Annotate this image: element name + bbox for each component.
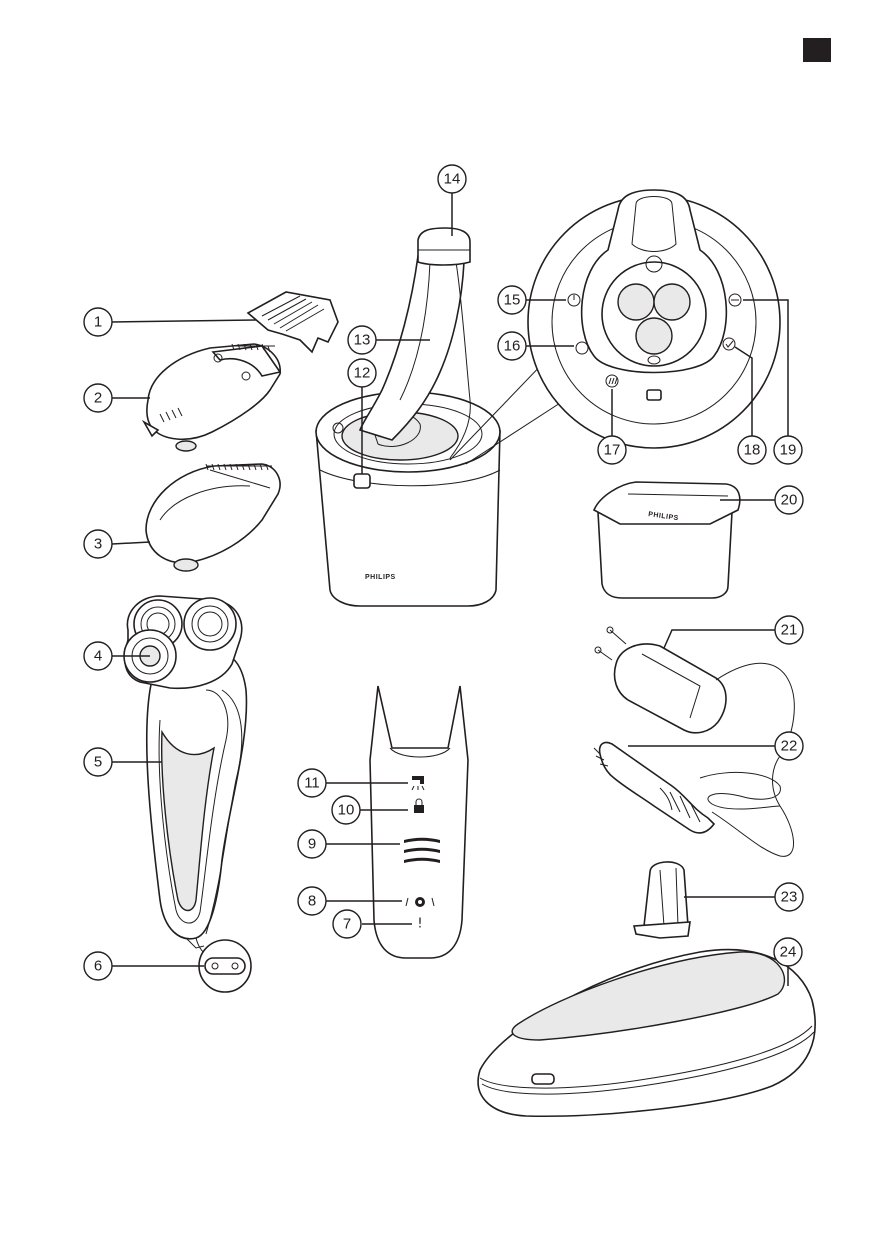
- svg-text:5: 5: [94, 754, 102, 771]
- svg-text:23: 23: [781, 889, 798, 906]
- svg-text:20: 20: [781, 492, 798, 509]
- callout-15: 15: [498, 286, 526, 314]
- svg-text:19: 19: [780, 442, 797, 459]
- svg-text:14: 14: [444, 171, 461, 188]
- svg-text:12: 12: [354, 365, 371, 382]
- shaver-holder: [634, 862, 690, 938]
- precision-trimmer-attachment: [146, 464, 280, 571]
- svg-text:15: 15: [504, 292, 521, 309]
- callout-5: 5: [84, 748, 112, 776]
- callout-1: 1: [84, 308, 112, 336]
- callout-23: 23: [775, 883, 803, 911]
- svg-text:18: 18: [744, 442, 761, 459]
- svg-text:1: 1: [94, 314, 102, 331]
- svg-text:2: 2: [94, 390, 102, 407]
- cleaning-brush: [594, 742, 714, 832]
- callout-20: 20: [775, 486, 803, 514]
- socket-detail: [196, 938, 251, 992]
- svg-text:7: 7: [343, 916, 351, 933]
- callout-2: 2: [84, 384, 112, 412]
- comb-attachment: [248, 292, 338, 352]
- cleaning-cartridge: PHILIPS: [594, 482, 740, 598]
- svg-text:6: 6: [94, 958, 102, 975]
- callout-16: 16: [498, 332, 526, 360]
- svg-text:10: 10: [338, 802, 355, 819]
- callout-19: 19: [774, 436, 802, 464]
- svg-text:4: 4: [94, 648, 102, 665]
- callout-17: 17: [598, 436, 626, 464]
- callout-22: 22: [775, 732, 803, 760]
- brand-logo: PHILIPS: [365, 574, 396, 581]
- callout-9: 9: [298, 830, 326, 858]
- cleaning-unit-detail: [450, 190, 780, 464]
- exclamation-icon: !: [417, 917, 422, 932]
- callout-13: 13: [348, 326, 376, 354]
- callout-10: 10: [332, 796, 360, 824]
- svg-text:8: 8: [308, 893, 316, 910]
- beard-trimmer-attachment: [144, 344, 280, 451]
- svg-text:13: 13: [354, 332, 371, 349]
- svg-text:3: 3: [94, 536, 102, 553]
- svg-text:21: 21: [781, 622, 798, 639]
- svg-text:16: 16: [504, 338, 521, 355]
- cleaning-unit: PHILIPS: [316, 392, 500, 606]
- callout-21: 21: [775, 616, 803, 644]
- callout-24: 24: [774, 938, 802, 966]
- svg-text:11: 11: [304, 775, 320, 792]
- shaving-heads: [124, 596, 242, 688]
- callout-8: 8: [298, 887, 326, 915]
- svg-text:17: 17: [604, 442, 621, 459]
- svg-text:9: 9: [308, 836, 316, 853]
- callout-3: 3: [84, 530, 112, 558]
- shaver-body: [147, 652, 247, 948]
- svg-text:22: 22: [781, 738, 798, 755]
- page-corner-tab: [803, 38, 831, 62]
- callout-18: 18: [738, 436, 766, 464]
- callout-7: 7: [333, 910, 361, 938]
- callout-14: 14: [438, 165, 466, 193]
- callout-6: 6: [84, 952, 112, 980]
- callout-4: 4: [84, 642, 112, 670]
- callout-12: 12: [348, 359, 376, 387]
- callout-11: 11: [298, 769, 326, 797]
- travel-pouch: [478, 950, 815, 1117]
- svg-text:24: 24: [780, 944, 797, 961]
